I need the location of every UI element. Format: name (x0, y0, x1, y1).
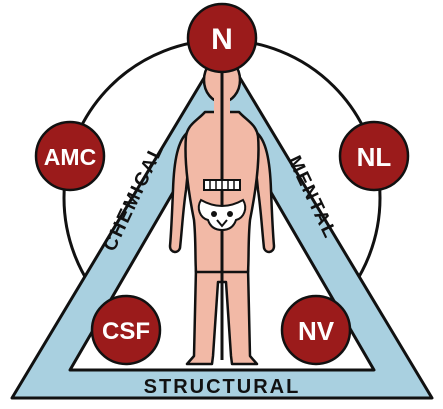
badge-bottom-right-label: NV (298, 316, 335, 346)
badge-top-label: N (211, 23, 233, 56)
badge-bottom-right: NV (280, 294, 352, 366)
badge-bottom-left-label: CSF (102, 318, 150, 345)
badge-right-label: NL (357, 142, 392, 172)
badge-left: AMC (34, 120, 106, 192)
badge-right: NL (338, 120, 410, 192)
lumbar-vertebrae-icon (203, 179, 241, 191)
badge-top: N (186, 2, 258, 74)
pelvis-icon (197, 198, 247, 232)
badge-bottom-left: CSF (90, 294, 162, 366)
side-label-structural: STRUCTURAL (144, 376, 301, 398)
badge-left-label: AMC (44, 144, 96, 170)
